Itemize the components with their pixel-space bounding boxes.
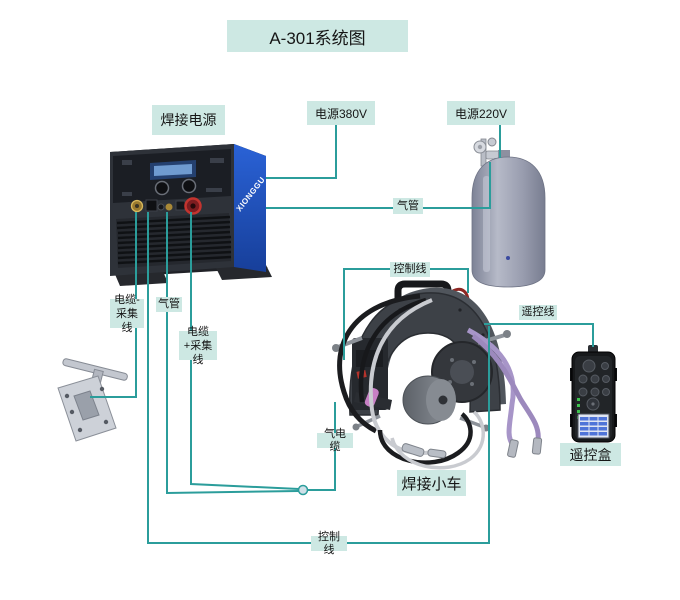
label-gas-pipe-top: 气管 <box>393 198 423 214</box>
gas-regulator <box>473 137 501 168</box>
wire-cable-minus <box>90 212 137 398</box>
label-gas-cable: 气电缆 <box>317 428 353 453</box>
label-control-line-bottom: 控制线 <box>311 531 347 556</box>
carriage-handle <box>394 280 452 302</box>
label-gas-pipe-left: 气管 <box>156 297 182 312</box>
cable-junction-node <box>297 484 309 496</box>
label-cable-minus: 电缆-采集线 <box>110 294 144 334</box>
wire-cable-plus <box>190 212 300 490</box>
machine-knob-right <box>181 178 197 194</box>
label-power-380v: 电源380V <box>307 101 375 125</box>
label-remote-box: 遥控盒 <box>560 443 621 466</box>
machine-display <box>154 164 192 176</box>
label-power-220v: 电源220V <box>447 101 515 125</box>
machine-knob-left <box>154 180 170 196</box>
label-cable-plus: 电缆+采集线 <box>179 326 217 366</box>
label-welding-carriage: 焊接小车 <box>397 470 466 496</box>
drive-motor <box>402 375 456 425</box>
gas-cylinder-figure <box>471 137 546 288</box>
diagram-title: A-301系统图 <box>227 20 408 52</box>
welding-machine-figure: XIONGGU <box>110 144 272 286</box>
wiring <box>90 125 594 544</box>
clamp-bracket-figure <box>57 358 128 442</box>
wire-gas-cable <box>307 402 336 491</box>
wire-remote-line <box>484 323 594 347</box>
remote-box-figure <box>570 345 617 443</box>
label-welding-power: 焊接电源 <box>152 105 225 135</box>
label-remote-line: 遥控线 <box>519 305 557 320</box>
wire-power-380v <box>266 125 337 179</box>
label-control-line-top: 控制线 <box>390 262 430 277</box>
wire-gas-pipe-top <box>266 162 491 209</box>
machine-connectors <box>130 197 202 215</box>
welding-carriage-figure <box>332 280 543 470</box>
